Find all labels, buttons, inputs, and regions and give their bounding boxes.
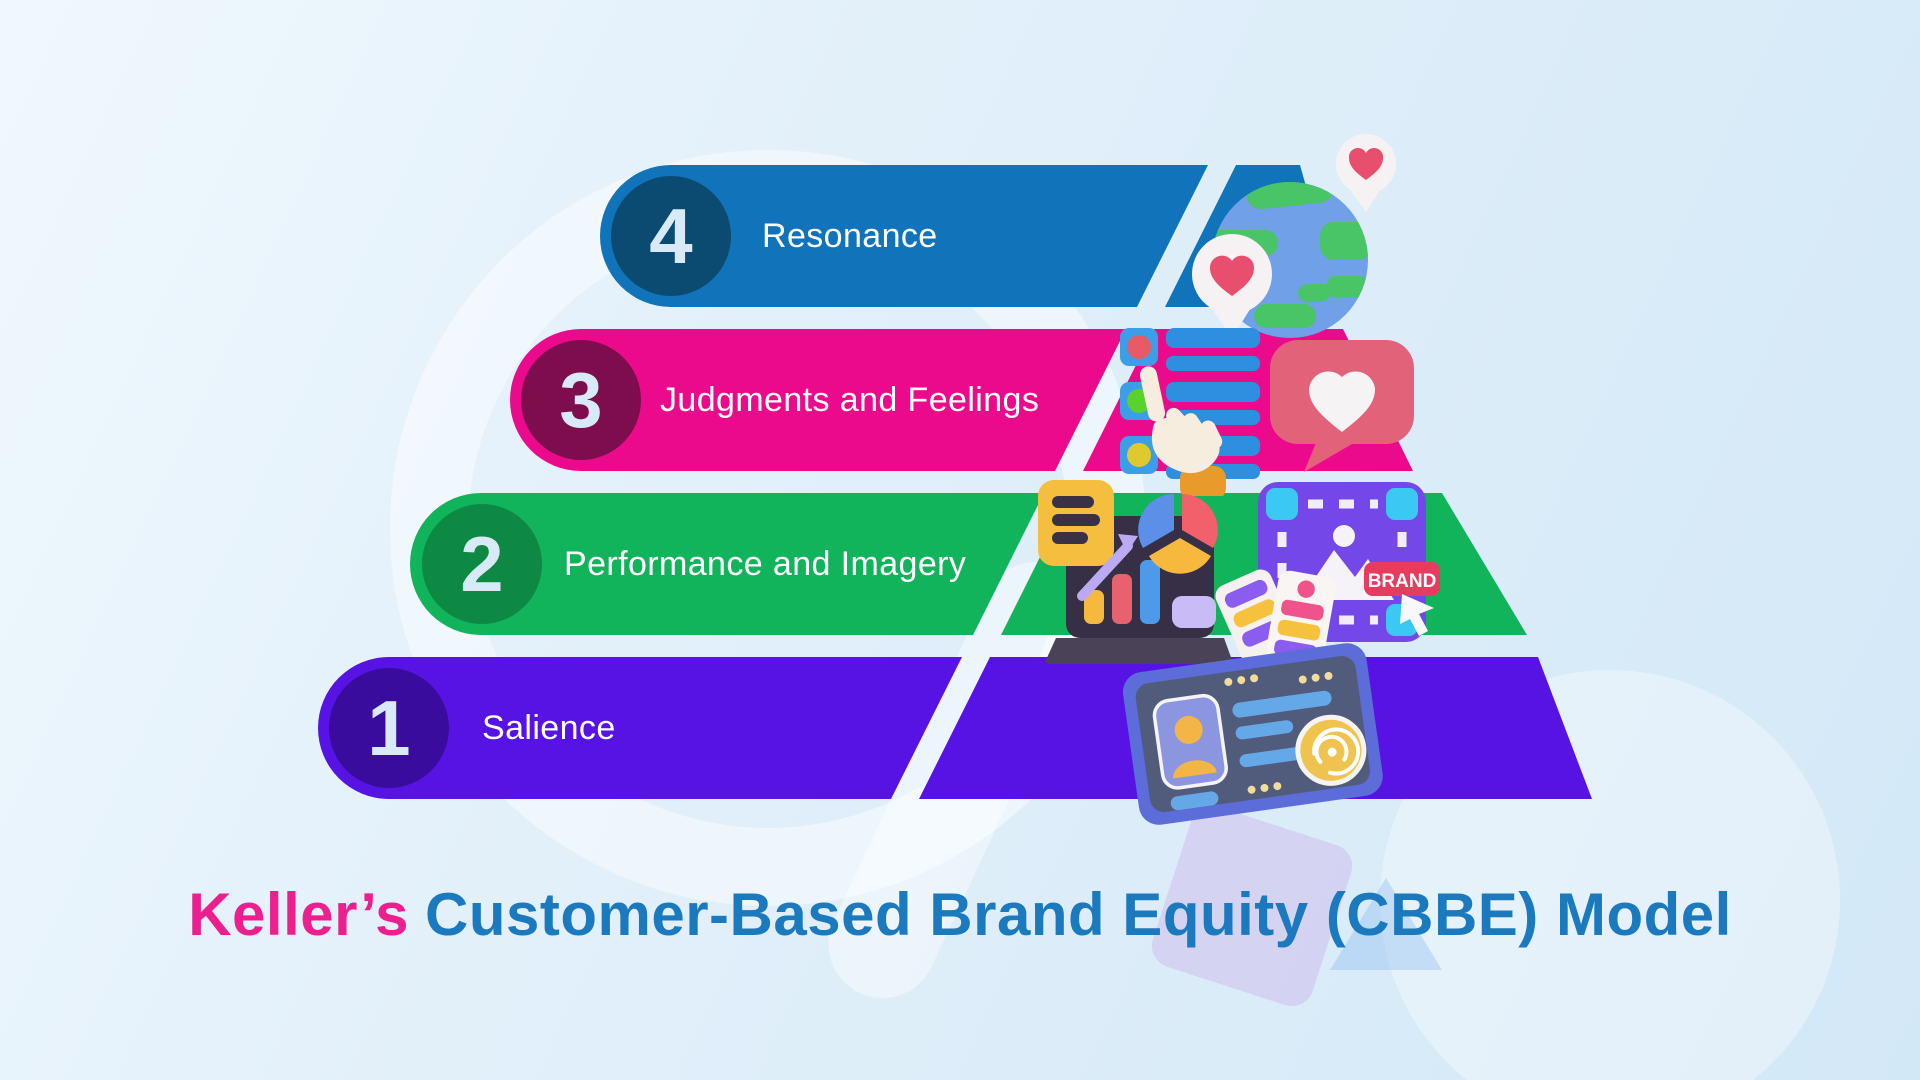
level-2-number-badge: 2: [422, 504, 542, 624]
heart-chat-bubble-icon: [1268, 338, 1418, 478]
pie-chart: [1138, 494, 1218, 574]
level-3-number-badge: 3: [521, 340, 641, 460]
level-4-number-badge: 4: [611, 176, 731, 296]
level-1-number-badge: 1: [329, 668, 449, 788]
hand-cursor: [1139, 366, 1226, 496]
level-4-number: 4: [649, 191, 693, 280]
heart-pin-small: [1336, 134, 1396, 212]
level-3-number: 3: [559, 355, 603, 444]
level-2-label: Performance and Imagery: [564, 544, 967, 583]
level-2-number: 2: [460, 519, 504, 608]
level-4-label: Resonance: [762, 216, 938, 255]
brand-tag: BRAND: [1364, 562, 1440, 596]
notepad: [1038, 480, 1114, 566]
level-1-number: 1: [367, 683, 411, 772]
swatch-card-front: [1266, 570, 1336, 667]
page-title-rest: Customer-Based Brand Equity (CBBE) Model: [425, 881, 1732, 948]
survey-checklist-with-hand-icon: [1120, 326, 1270, 496]
level-1-label: Salience: [482, 708, 616, 747]
page-title-highlight: Keller’s: [188, 881, 409, 948]
avatar: [1152, 693, 1228, 790]
color-swatch-cards-icon: [1205, 556, 1350, 677]
bar-chart: [1077, 534, 1160, 624]
fingerprint: [1295, 714, 1367, 786]
level-3-label: Judgments and Feelings: [660, 380, 1040, 419]
analytics-laptop-icon: [1032, 476, 1237, 668]
heart-pin-large: [1192, 234, 1272, 338]
svg-text:BRAND: BRAND: [1368, 571, 1437, 592]
id-card-with-fingerprint-icon: [1118, 643, 1388, 828]
card-dots: [1224, 671, 1333, 794]
globe-with-heart-pins-icon: [1170, 118, 1420, 348]
cursor-arrow: [1400, 594, 1434, 636]
